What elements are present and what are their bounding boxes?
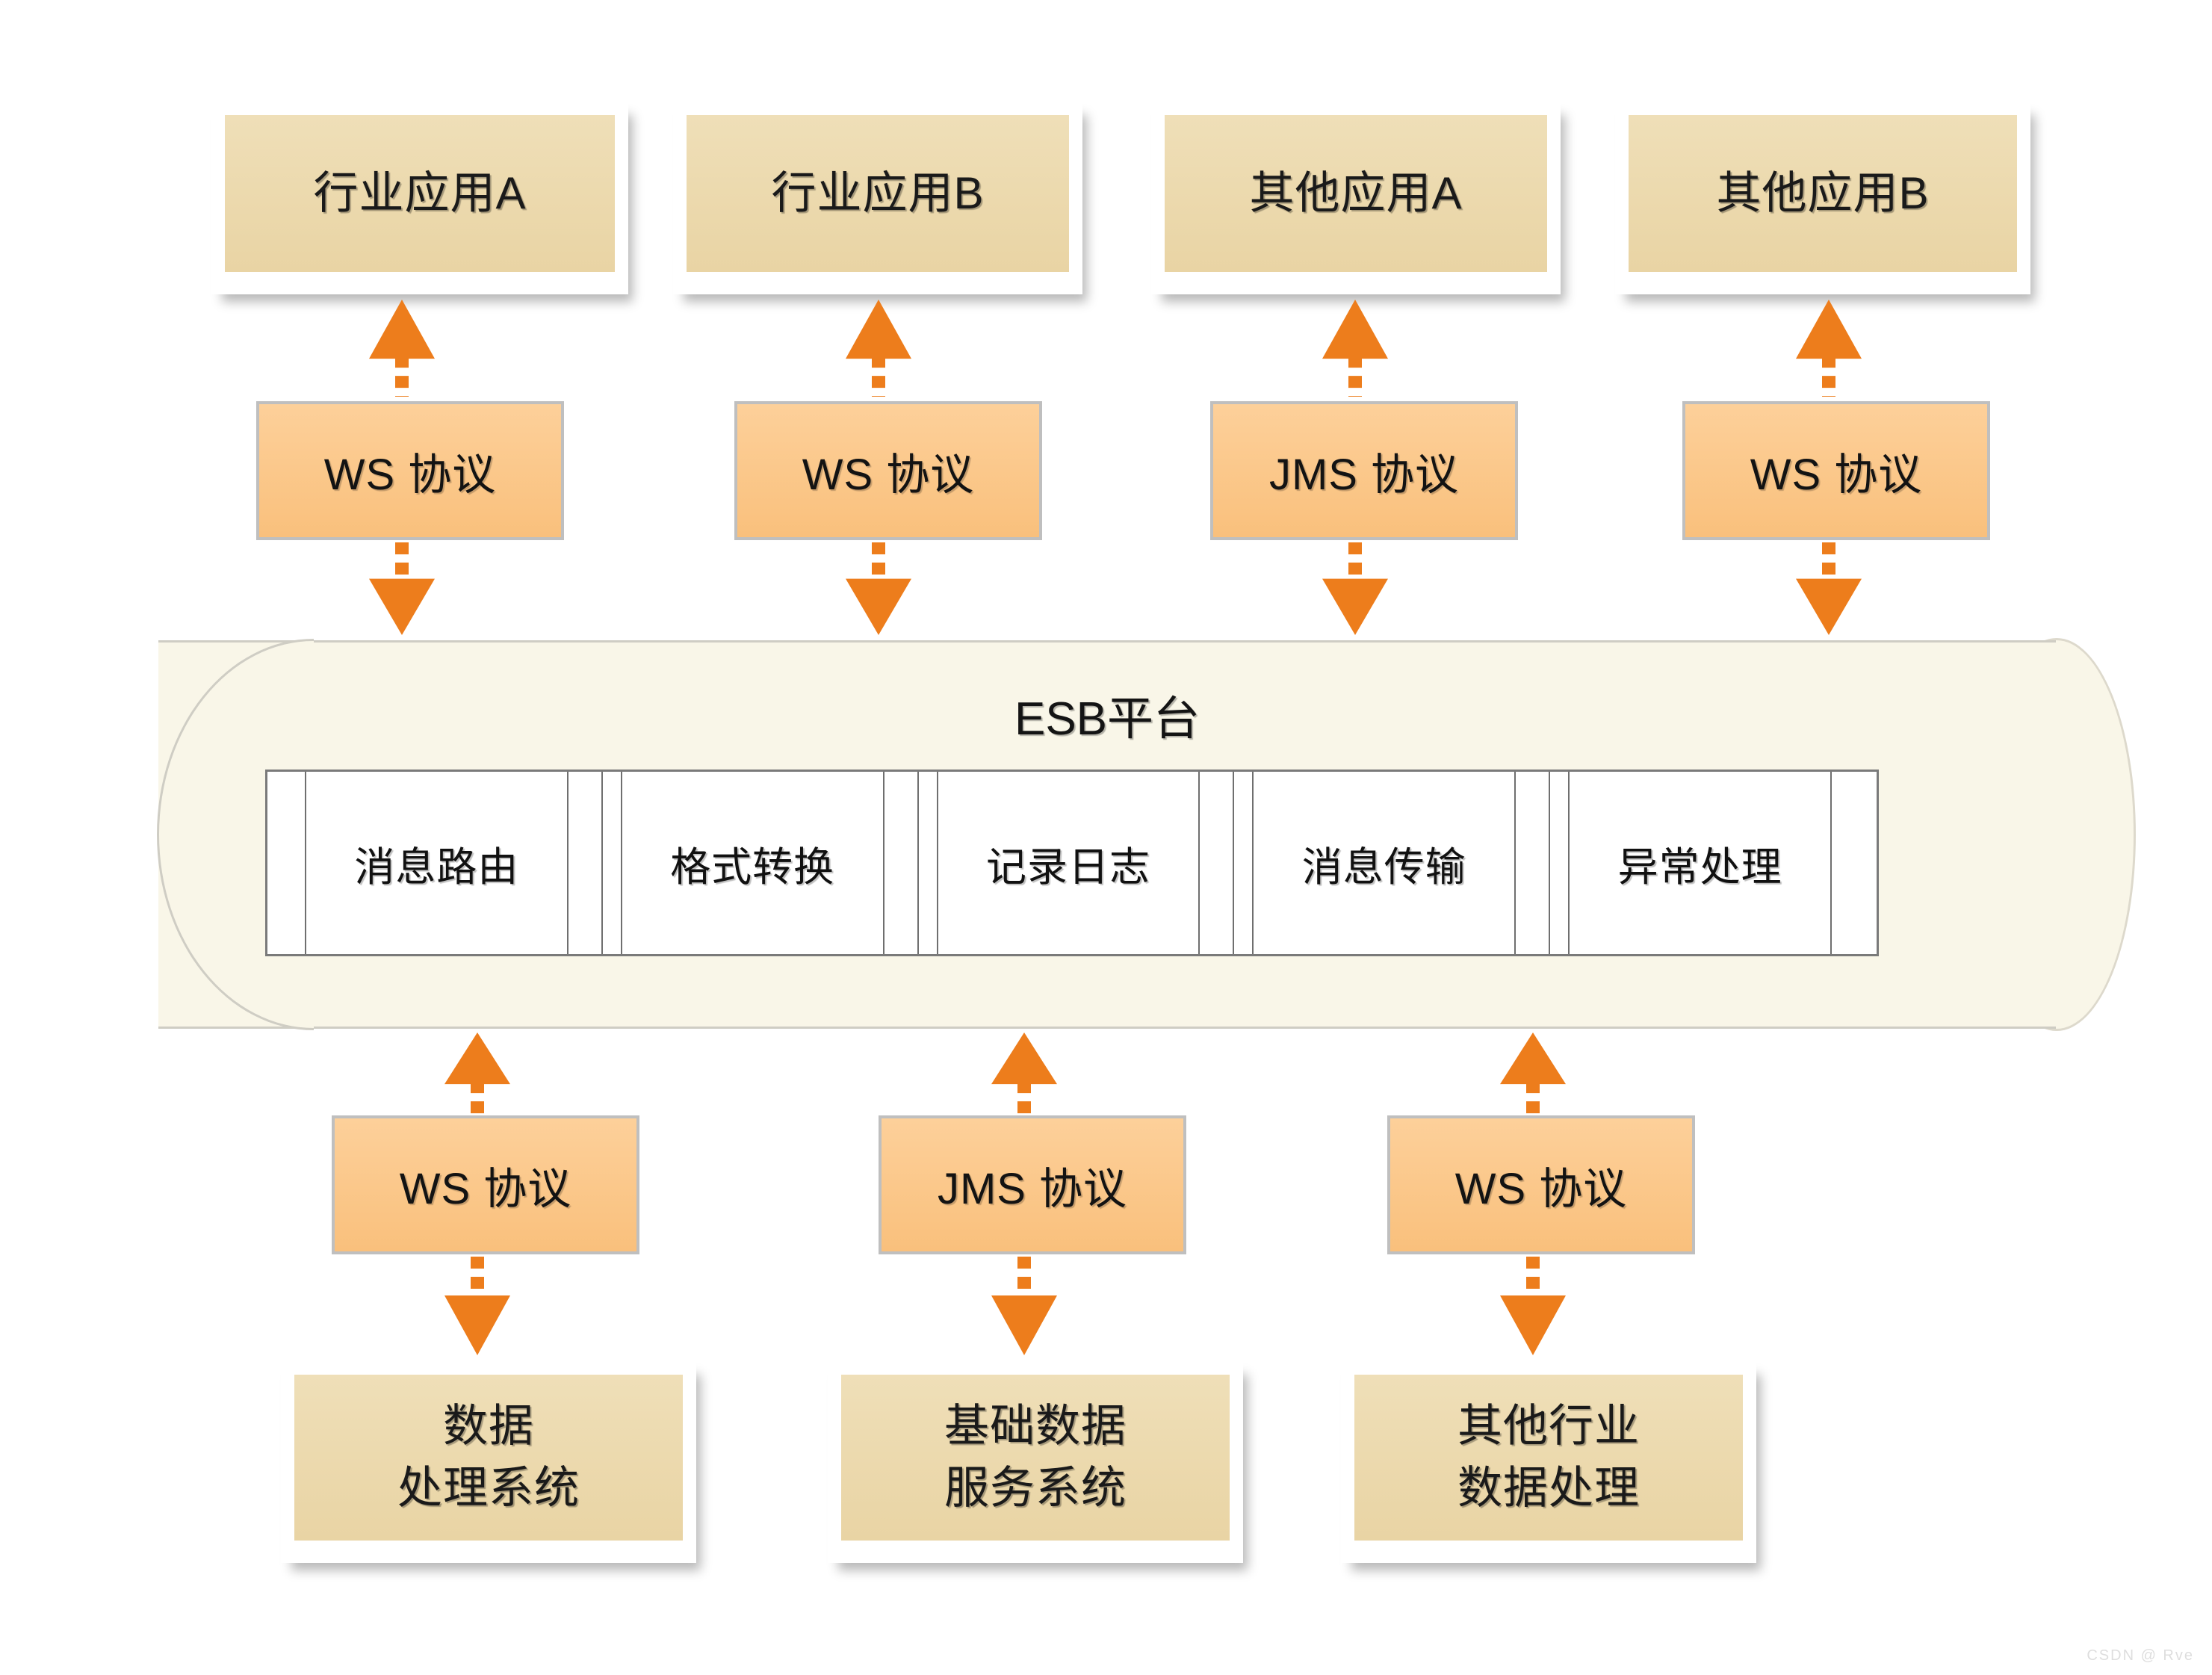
arrow-sys-data-down [436, 1257, 518, 1358]
sys-data-processing-fill: 数据 处理系统 [294, 1375, 683, 1541]
esb-platform-title: ESB平台 [1014, 693, 1201, 745]
proto-top-4: WS 协议 [1682, 401, 1990, 540]
esb-capability-label: 消息传输 [1301, 844, 1466, 890]
arrow-app-industry-a-down [361, 542, 443, 638]
proto-bottom-3-label: WS 协议 [1454, 1165, 1628, 1213]
watermark: CSDN @ Rve [2086, 1647, 2194, 1664]
sys-other-industry-label: 其他行业 数据处理 [1457, 1401, 1640, 1513]
arrow-app-other-a-up [1314, 297, 1396, 397]
proto-bottom-1: WS 协议 [332, 1115, 639, 1254]
arrow-sys-other-down [1492, 1257, 1574, 1358]
esb-table-spacer-cell [267, 772, 306, 954]
app-other-a-fill: 其他应用A [1165, 115, 1547, 272]
sys-basic-data-fill: 基础数据 服务系统 [841, 1375, 1230, 1541]
app-industry-b-fill: 行业应用B [687, 115, 1069, 272]
arrow-app-industry-b-down [837, 542, 920, 638]
proto-bottom-2-label: JMS 协议 [937, 1165, 1128, 1213]
esb-table-spacer-cell [1200, 772, 1235, 954]
esb-capability-label: 消息路由 [354, 844, 519, 890]
esb-capability-table: 消息路由 格式转换 记录日志 消息传输 异常处理 [265, 770, 1879, 956]
esb-table-spacer-cell [1234, 772, 1254, 954]
sys-data-processing: 数据 处理系统 [281, 1361, 696, 1563]
app-industry-a: 行业应用A [211, 102, 628, 294]
sys-other-industry-fill: 其他行业 数据处理 [1354, 1375, 1743, 1541]
proto-top-3: JMS 协议 [1210, 401, 1518, 540]
proto-bottom-1-label: WS 协议 [399, 1165, 572, 1213]
app-other-b-fill: 其他应用B [1629, 115, 2017, 272]
arrow-sys-basic-up [983, 1030, 1065, 1118]
arrow-app-other-a-down [1314, 542, 1396, 638]
esb-table-spacer-cell [602, 772, 622, 954]
proto-top-2: WS 协议 [734, 401, 1042, 540]
app-industry-a-label: 行业应用A [313, 167, 527, 218]
app-other-b-label: 其他应用B [1716, 167, 1930, 218]
sys-basic-data: 基础数据 服务系统 [828, 1361, 1243, 1563]
esb-capability-cell: 消息路由 [306, 772, 569, 954]
esb-capability-label: 记录日志 [985, 844, 1150, 890]
esb-capability-cell: 格式转换 [622, 772, 885, 954]
sys-basic-data-label: 基础数据 服务系统 [944, 1401, 1127, 1513]
arrow-sys-other-up [1492, 1030, 1574, 1118]
esb-table-spacer-cell [1516, 772, 1551, 954]
esb-capability-cell: 消息传输 [1254, 772, 1517, 954]
esb-table-spacer-cell [568, 772, 603, 954]
app-industry-b: 行业应用B [673, 102, 1082, 294]
esb-capability-label: 异常处理 [1617, 844, 1782, 890]
app-other-b: 其他应用B [1615, 102, 2030, 294]
esb-capability-cell: 记录日志 [938, 772, 1201, 954]
esb-capability-cell: 异常处理 [1570, 772, 1832, 954]
esb-table-spacer-cell [1831, 772, 1877, 954]
app-other-a-label: 其他应用A [1249, 167, 1463, 218]
proto-top-1-label: WS 协议 [323, 451, 497, 499]
arrow-app-industry-a-up [361, 297, 443, 397]
proto-top-3-label: JMS 协议 [1268, 451, 1460, 499]
esb-table-spacer-cell [884, 772, 919, 954]
arrow-sys-data-up [436, 1030, 518, 1118]
arrow-sys-basic-down [983, 1257, 1065, 1358]
proto-bottom-2: JMS 协议 [879, 1115, 1186, 1254]
app-other-a: 其他应用A [1151, 102, 1561, 294]
sys-data-processing-label: 数据 处理系统 [397, 1401, 580, 1513]
esb-table-spacer-cell [918, 772, 938, 954]
proto-top-1: WS 协议 [256, 401, 564, 540]
arrow-app-industry-b-up [837, 297, 920, 397]
arrow-app-other-b-up [1788, 297, 1870, 397]
arrow-app-other-b-down [1788, 542, 1870, 638]
esb-table-spacer-cell [1550, 772, 1570, 954]
proto-top-4-label: WS 协议 [1750, 451, 1923, 499]
proto-top-2-label: WS 协议 [802, 451, 975, 499]
sys-other-industry: 其他行业 数据处理 [1341, 1361, 1756, 1563]
proto-bottom-3: WS 协议 [1387, 1115, 1695, 1254]
app-industry-b-label: 行业应用B [771, 167, 985, 218]
app-industry-a-fill: 行业应用A [225, 115, 615, 272]
esb-capability-label: 格式转换 [670, 844, 835, 890]
esb-platform-cylinder: ESB平台 消息路由 格式转换 记录日志 消息传输 异常处理 [157, 638, 2136, 1031]
